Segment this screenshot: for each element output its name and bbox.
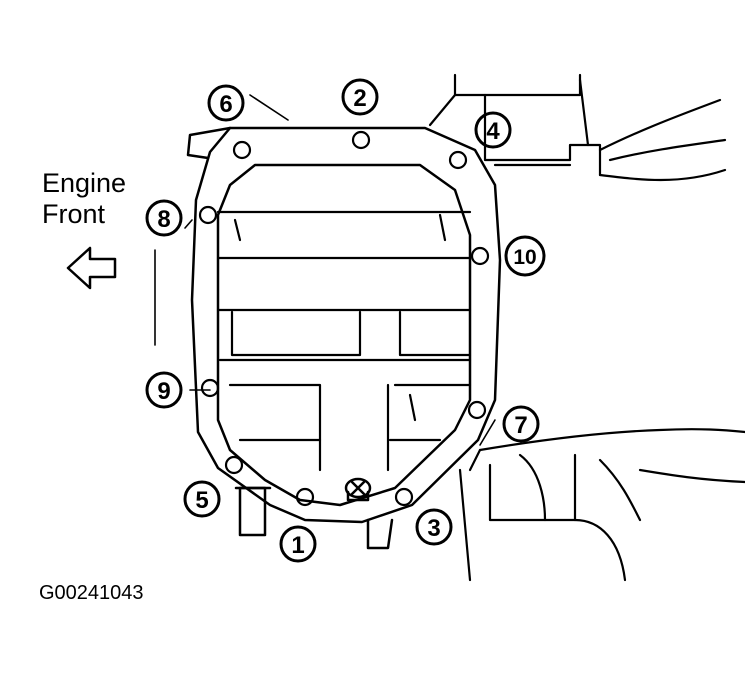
oil-pan-mount-tab xyxy=(186,126,232,160)
bolt-marker-4: 4 xyxy=(474,111,512,149)
bolt-sequence-markers: 1 2 3 4 5 6 7 8 9 10 xyxy=(145,78,546,563)
bolt-holes xyxy=(198,130,490,507)
bolt-hole-4 xyxy=(448,150,468,170)
bolt-hole-9 xyxy=(200,378,220,398)
bolt-hole-5 xyxy=(224,455,244,475)
bolt-number: 4 xyxy=(486,118,500,145)
bolt-number: 5 xyxy=(195,487,208,514)
bolt-number: 2 xyxy=(353,85,366,112)
bolt-marker-8: 8 xyxy=(145,199,183,237)
bolt-hole-3 xyxy=(394,487,414,507)
engine-front-label-line2: Front xyxy=(42,199,106,229)
leader-lines xyxy=(154,94,496,446)
engine-front-label: Engine Front xyxy=(42,168,126,230)
bolt-number: 9 xyxy=(157,378,170,405)
engine-block-outline xyxy=(428,73,745,582)
bolt-hole-1 xyxy=(295,487,315,507)
bolt-marker-6: 6 xyxy=(207,84,245,122)
bolt-marker-9: 9 xyxy=(145,371,183,409)
bolt-number: 10 xyxy=(513,246,536,269)
bolt-marker-10: 10 xyxy=(504,235,546,277)
sump-ribs xyxy=(216,210,472,472)
bolt-marker-5: 5 xyxy=(183,480,221,518)
figure-id: G00241043 xyxy=(39,582,144,604)
bolt-number: 8 xyxy=(157,206,170,233)
drain-boss-outline xyxy=(234,486,394,550)
bolt-hole-10 xyxy=(470,246,490,266)
arrow-left-icon xyxy=(66,246,117,290)
bolt-hole-8 xyxy=(198,205,218,225)
bolt-marker-3: 3 xyxy=(415,508,453,546)
oil-pan-sump xyxy=(216,163,472,507)
engine-front-label-line1: Engine xyxy=(42,168,127,198)
bolt-number: 7 xyxy=(514,412,527,439)
drain-plug-icon xyxy=(344,477,372,502)
bolt-number: 3 xyxy=(427,515,440,542)
bolt-marker-2: 2 xyxy=(341,78,379,116)
bolt-hole-7 xyxy=(467,400,487,420)
bolt-number: 6 xyxy=(219,91,232,118)
bolt-marker-1: 1 xyxy=(279,525,317,563)
bolt-hole-6 xyxy=(232,140,252,160)
bolt-marker-7: 7 xyxy=(502,405,540,443)
bolt-hole-2 xyxy=(351,130,371,150)
bolt-number: 1 xyxy=(291,532,304,559)
oil-pan-flange xyxy=(190,126,502,524)
